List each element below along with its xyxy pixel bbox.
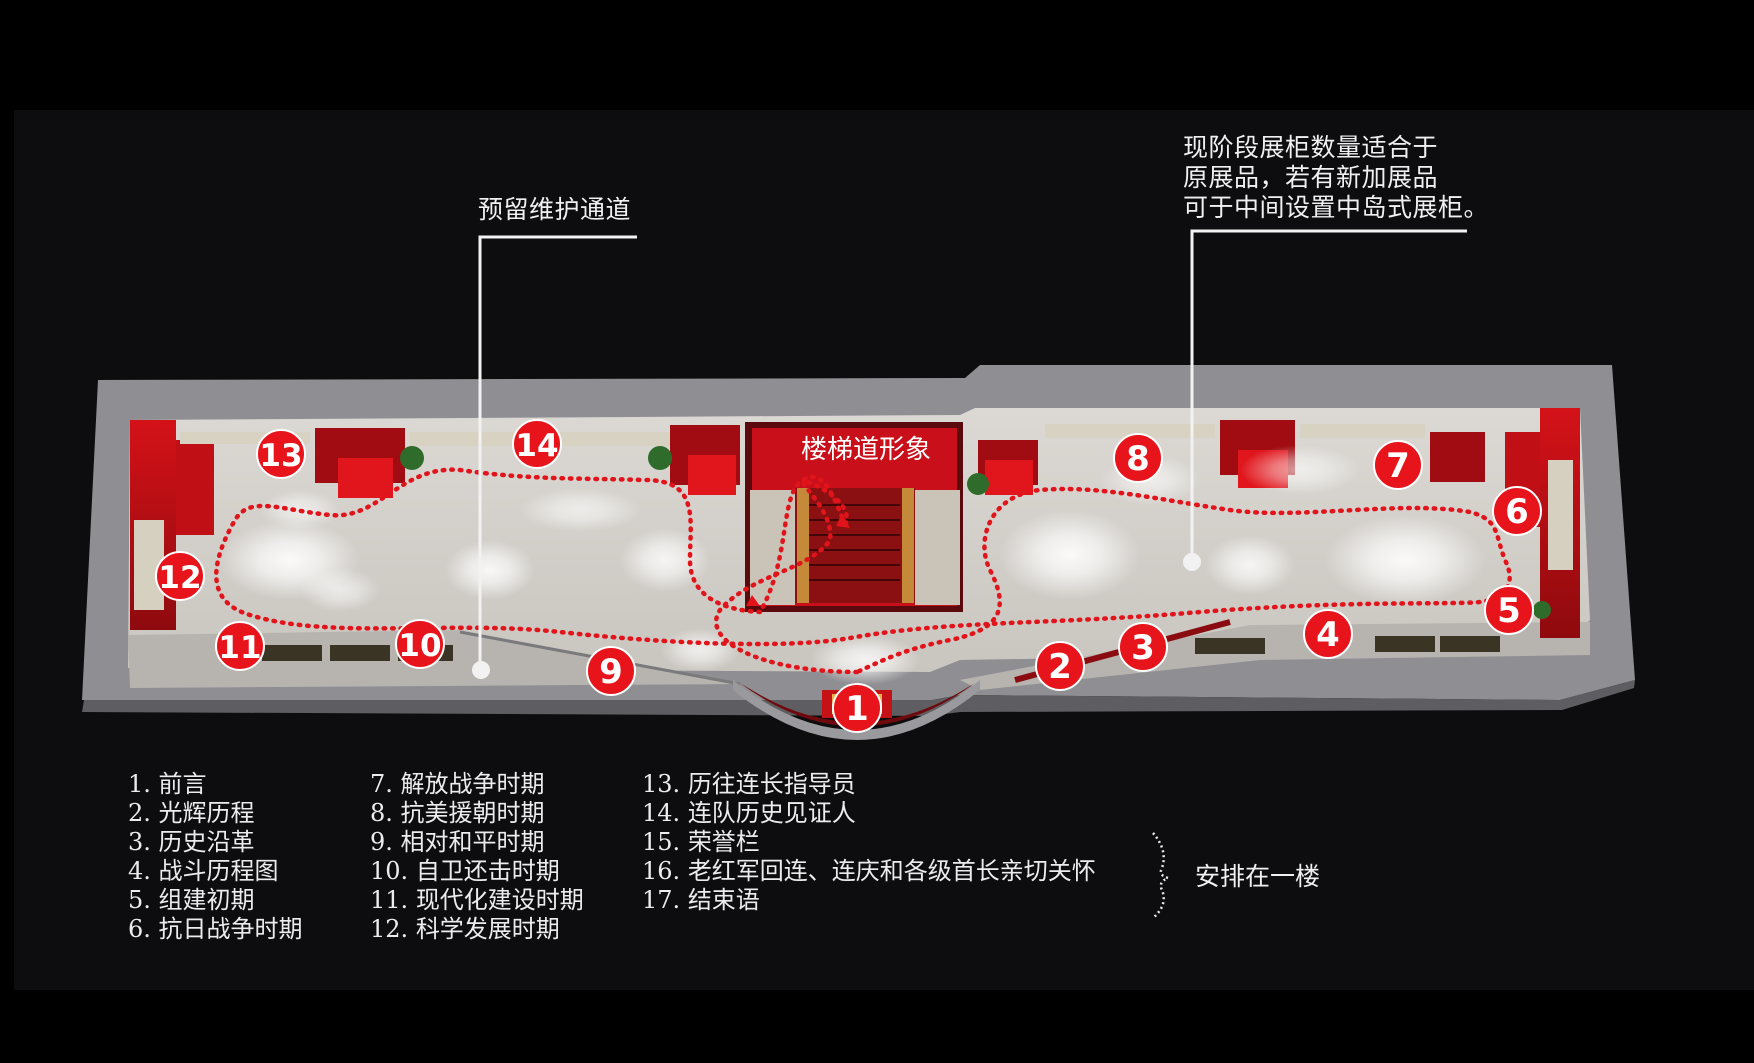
route-marker-circle <box>1492 486 1542 536</box>
route-marker-circle <box>832 683 882 733</box>
legend-item: 16. 老红军回连、连庆和各级首长亲切关怀 <box>642 857 1096 885</box>
legend-item: 7. 解放战争时期 <box>370 770 545 798</box>
route-marker-13: 13 <box>256 429 306 479</box>
route-marker-number: 12 <box>158 560 201 596</box>
legend-item: 2. 光辉历程 <box>128 799 255 827</box>
route-marker-8: 8 <box>1113 433 1163 483</box>
route-marker-7: 7 <box>1373 440 1423 490</box>
route-marker-number: 10 <box>398 628 441 664</box>
cabinet-note-line: 原展品，若有新加展品 <box>1183 163 1439 192</box>
route-marker-10: 10 <box>395 619 445 669</box>
route-marker-number: 1 <box>845 689 869 729</box>
legend-item: 12. 科学发展时期 <box>370 915 560 943</box>
brace-mark <box>1152 832 1172 919</box>
route-marker-3: 3 <box>1118 622 1168 672</box>
route-marker-1: 1 <box>832 683 882 733</box>
route-marker-circle <box>1035 641 1085 691</box>
callout-lines <box>478 229 1467 668</box>
legend-item: 15. 荣誉栏 <box>642 828 760 856</box>
legend-item: 3. 历史沿革 <box>128 828 255 856</box>
route-marker-number: 11 <box>218 630 261 666</box>
legend-item: 13. 历往连长指导员 <box>642 770 856 798</box>
route-marker-number: 9 <box>599 652 623 692</box>
route-marker-number: 2 <box>1048 647 1072 687</box>
visitor-route <box>214 467 1512 675</box>
legend-col2: 7. 解放战争时期 8. 抗美援朝时期 9. 相对和平时期 10. 自卫还击时期… <box>370 770 584 944</box>
legend-item: 9. 相对和平时期 <box>370 828 545 856</box>
route-marker-circle <box>395 619 445 669</box>
ceiling-lights <box>220 445 1485 685</box>
cabinet-note-line: 可于中间设置中岛式展柜。 <box>1183 193 1490 222</box>
route-marker-4: 4 <box>1303 609 1353 659</box>
route-marker-circle <box>1373 440 1423 490</box>
legend-item: 1. 前言 <box>128 770 207 798</box>
route-marker-circle <box>1484 585 1534 635</box>
route-marker-11: 11 <box>215 621 265 671</box>
route-marker-circle <box>256 429 306 479</box>
route-marker-number: 4 <box>1316 615 1340 655</box>
legend-item: 4. 战斗历程图 <box>128 857 279 885</box>
legend-item: 17. 结束语 <box>642 886 760 914</box>
route-marker-6: 6 <box>1492 486 1542 536</box>
callout-dot-maintenance <box>472 661 490 679</box>
legend-item: 5. 组建初期 <box>128 886 255 914</box>
legend-item: 6. 抗日战争时期 <box>128 915 303 943</box>
route-marker-circle <box>215 621 265 671</box>
route-marker-number: 5 <box>1497 591 1521 631</box>
route-marker-number: 6 <box>1505 492 1529 532</box>
cabinet-note: 现阶段展柜数量适合于 原展品，若有新加展品 可于中间设置中岛式展柜。 <box>1183 133 1489 223</box>
legend-col3: 13. 历往连长指导员 14. 连队历史见证人 15. 荣誉栏 16. 老红军回… <box>642 770 1096 915</box>
route-marker-9: 9 <box>586 646 636 696</box>
route-marker-12: 12 <box>155 551 205 601</box>
plants <box>400 446 1551 619</box>
route-marker-circle <box>512 419 562 469</box>
route-marker-5: 5 <box>1484 585 1534 635</box>
legend-item: 11. 现代化建设时期 <box>370 886 584 914</box>
route-marker-number: 3 <box>1131 628 1155 668</box>
legend-item: 8. 抗美援朝时期 <box>370 799 545 827</box>
route-marker-number: 8 <box>1126 439 1150 479</box>
legend-item: 10. 自卫还击时期 <box>370 857 560 885</box>
route-marker-circle <box>1113 433 1163 483</box>
route-marker-number: 13 <box>259 438 302 474</box>
route-marker-circle <box>1118 622 1168 672</box>
cabinet-note-line: 现阶段展柜数量适合于 <box>1183 133 1439 162</box>
callout-dot-cabinet <box>1183 553 1201 571</box>
route-marker-circle <box>586 646 636 696</box>
route-marker-number: 7 <box>1386 446 1410 486</box>
route-marker-circle <box>155 551 205 601</box>
legend-item: 14. 连队历史见证人 <box>642 799 856 827</box>
stair-label: 楼梯道形象 <box>801 435 931 465</box>
route-marker-14: 14 <box>512 419 562 469</box>
maintenance-channel-label: 预留维护通道 <box>478 195 632 224</box>
route-marker-2: 2 <box>1035 641 1085 691</box>
route-marker-circle <box>1303 609 1353 659</box>
route-marker-number: 14 <box>515 428 558 464</box>
legend-col1: 1. 前言 2. 光辉历程 3. 历史沿革 4. 战斗历程图 5. 组建初期 6… <box>128 770 303 944</box>
first-floor-note: 安排在一楼 <box>1195 862 1321 891</box>
